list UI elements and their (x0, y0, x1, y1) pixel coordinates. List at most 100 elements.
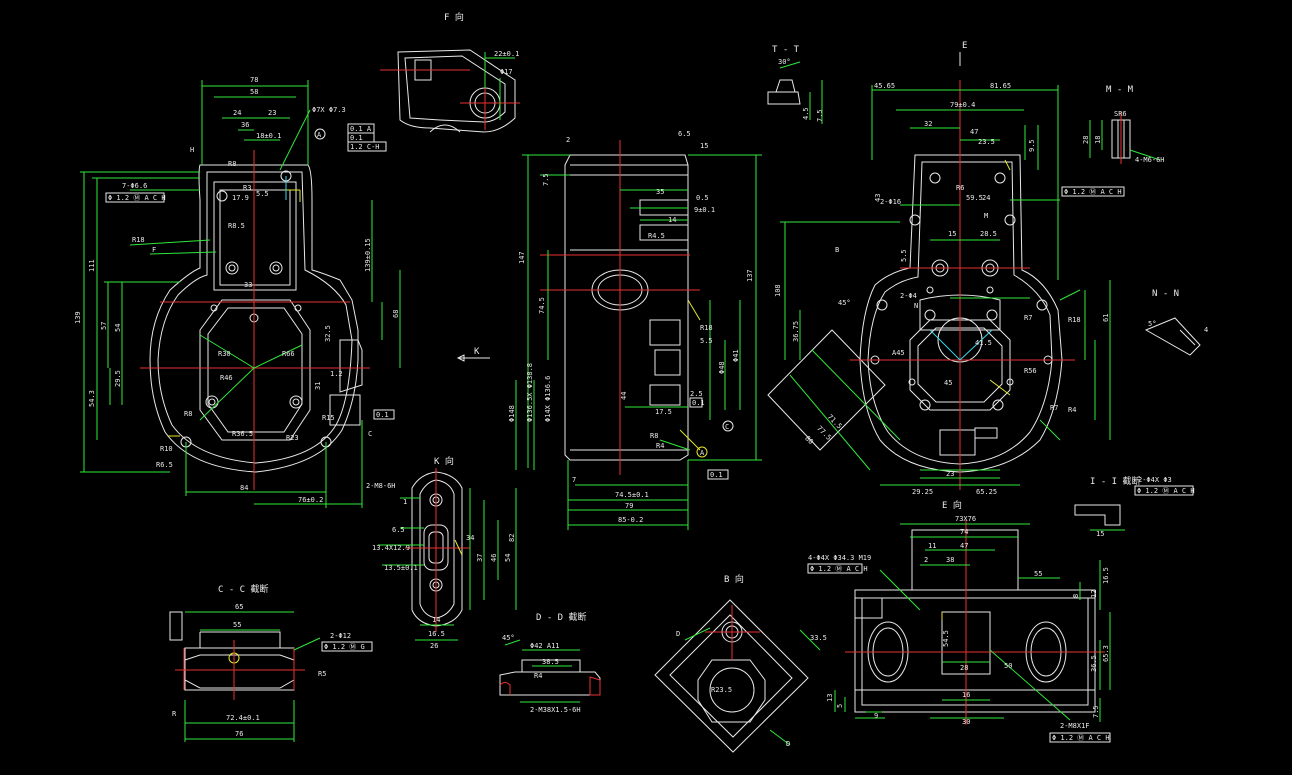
side-0-5: 0.5 (696, 194, 709, 202)
dim-r8: R8 (228, 160, 236, 168)
e-38: 38 (946, 556, 954, 564)
dim-76: 76±0.2 (298, 496, 323, 504)
side-137: 137 (746, 269, 754, 282)
cc-holes: 2-Φ12 (330, 632, 351, 640)
rv-108: 108 (774, 284, 782, 297)
dim-36: 36 (241, 121, 249, 129)
dim-18: 18±0.1 (256, 132, 281, 140)
mm-view: M - M SR6 28 18 4-M6-6H (1082, 85, 1165, 164)
k-view-title: K 向 (434, 455, 454, 467)
rv-41-5: 41.5 (975, 339, 992, 347)
e-thread: 2-M8X1F (1060, 722, 1090, 730)
rv-r4: R4 (1068, 406, 1076, 414)
mm-18: 18 (1094, 136, 1102, 144)
e-view-title: E 向 (942, 499, 962, 511)
rv-45: 45 (944, 379, 952, 387)
dim-r46: R46 (220, 374, 233, 382)
e-65-3: 65.3 (1102, 645, 1110, 662)
cc-r5: R5 (318, 670, 326, 678)
tol-front-1: Φ 1.2 Ⓜ A C H (108, 194, 166, 202)
tol-small: 0.1 (376, 411, 389, 419)
dim-r66: R66 (282, 350, 295, 358)
side-79: 79 (625, 502, 633, 510)
rv-65-25: 65.25 (976, 488, 997, 496)
rv-r7b: R7 (1050, 404, 1058, 412)
dim-23: 23 (268, 109, 276, 117)
rv-28-5: 28.5 (980, 230, 997, 238)
side-7-5: 7.5 (542, 173, 550, 186)
side-6-5: 6.5 (678, 130, 691, 138)
nn-5: 5° (1148, 320, 1156, 328)
e-55: 55 (1034, 570, 1042, 578)
rv-24: 24 (982, 194, 990, 202)
rv-29-25: 29.25 (912, 488, 933, 496)
tol-e-2: Φ 1.2 Ⓜ A C H (1052, 734, 1110, 742)
k-37: 37 (476, 554, 484, 562)
dim-r18: R18 (132, 236, 145, 244)
cc-r: R (172, 710, 177, 718)
nn-view: N - N 5° 4 (1144, 289, 1208, 356)
rv-61: 61 (1102, 314, 1110, 322)
tt-title: T - T (772, 45, 800, 55)
cc-72: 72.4±0.1 (226, 714, 260, 722)
dim-24: 24 (233, 109, 241, 117)
dim-17-9: 17.9 (232, 194, 249, 202)
rv-47: 47 (970, 128, 978, 136)
cc-55: 55 (233, 621, 241, 629)
rv-9-5: 9.5 (1028, 139, 1036, 152)
side-r4-5: R4.5 (648, 232, 665, 240)
k-26: 26 (430, 642, 438, 650)
dim-r36-5: R36.5 (232, 430, 253, 438)
rv-holes4: 2-Φ4 (900, 292, 917, 300)
dd-45: 45° (502, 634, 515, 642)
side-phi48: Φ48 (718, 361, 726, 374)
e-7-5: 7.5 (1092, 705, 1100, 718)
k-46: 46 (490, 554, 498, 562)
e-74: 74 (960, 528, 968, 536)
tol-right-1: Φ 1.2 Ⓜ A C H (1064, 188, 1122, 196)
dd-42: Φ42 A11 (530, 642, 560, 650)
ii-holes: 2-Φ4X Φ3 (1138, 476, 1172, 484)
rv-r6: R6 (956, 184, 964, 192)
f-view: F 向 22±0.1 Φ17 (380, 11, 520, 133)
e-11: 11 (928, 542, 936, 550)
tt-4-5: 4.5 (802, 107, 810, 120)
k-1: 1 (403, 498, 407, 506)
dim-54-3: 54.3 (88, 390, 96, 407)
e-8: 8 (1072, 594, 1080, 598)
datum-h: H (190, 146, 194, 154)
e-16-5: 16.5 (1102, 567, 1110, 584)
e-9: 9 (874, 712, 878, 720)
side-85: 85-0.2 (618, 516, 643, 524)
fview-22: 22±0.1 (494, 50, 519, 58)
dim-57: 57 (100, 322, 108, 330)
dim-r6-5: R6.5 (156, 461, 173, 469)
e-47: 47 (960, 542, 968, 550)
e-13: 13 (826, 694, 834, 702)
side-phi148: Φ148 (508, 405, 516, 422)
f-view-title: F 向 (444, 11, 464, 23)
e-30: 30 (962, 718, 970, 726)
rv-23-5: 23.5 (978, 138, 995, 146)
tol-side-1: 0.1 (692, 399, 705, 407)
k-6-5: 6.5 (392, 526, 405, 534)
dim-r8-5: R8.5 (228, 222, 245, 230)
e-5: 5 (836, 704, 844, 708)
e-top-label: E (962, 41, 967, 51)
rv-r7: R7 (1024, 314, 1032, 322)
rv-80: 80 (803, 434, 815, 446)
side-44: 44 (620, 392, 628, 400)
tt-view: T - T 30° 4.5 7.5 (767, 45, 824, 124)
dim-r23: R23 (286, 434, 299, 442)
e-36-5: 36.5 (1090, 655, 1098, 672)
e-2: 2 (924, 556, 928, 564)
mm-thread: 4-M6-6H (1135, 156, 1165, 164)
cc-65: 65 (235, 603, 243, 611)
side-2-5: 2.5 (690, 390, 703, 398)
side-datum-c: C (725, 423, 729, 431)
dd-title: D - D 截断 (536, 611, 587, 623)
side-phi141: Φ14X Φ136.6 (544, 376, 552, 422)
tol-front-4: 1.2 C-H (350, 143, 380, 151)
tol-e-1: Φ 1.2 Ⓜ A C H (810, 565, 868, 573)
